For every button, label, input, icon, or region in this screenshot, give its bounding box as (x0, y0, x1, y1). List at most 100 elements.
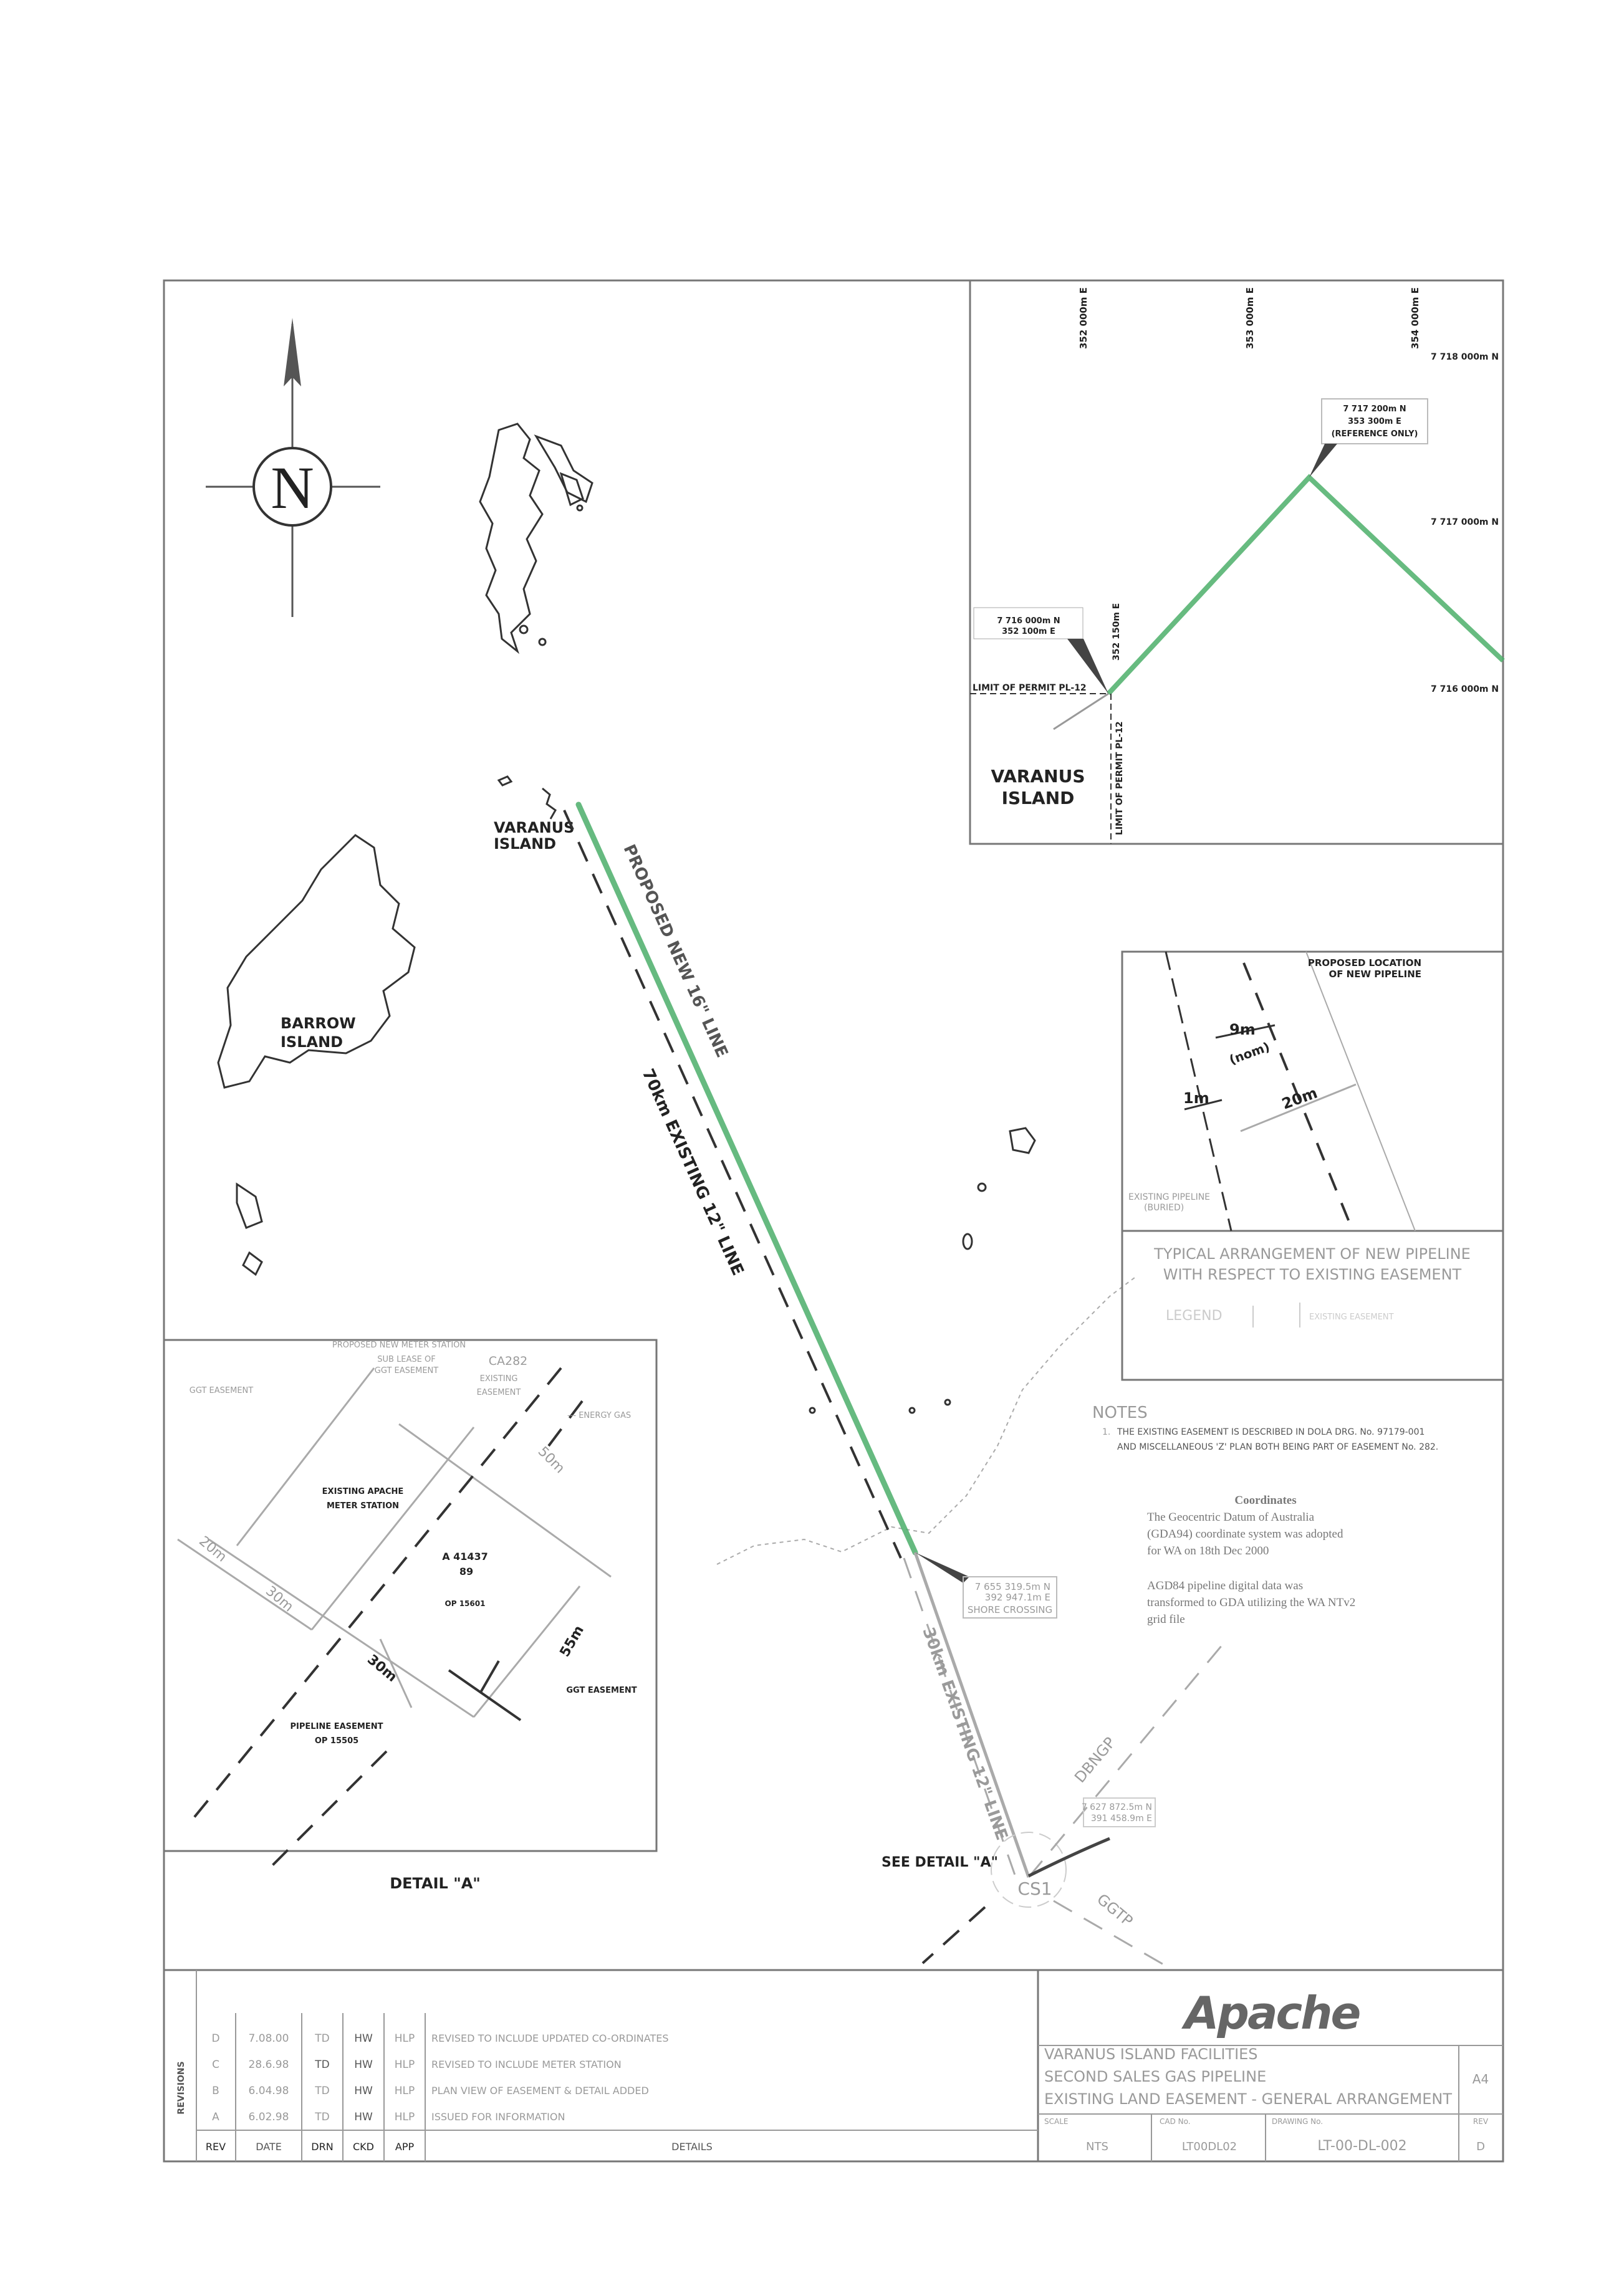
sub-lease-label: SUB LEASE OF (377, 1355, 435, 1364)
existing-pipeline-label: EXISTING PIPELINE (1128, 1192, 1210, 1202)
note-text: AND MISCELLANEOUS 'Z' PLAN BOTH BEING PA… (1117, 1442, 1438, 1452)
revision-details: REVISED TO INCLUDE METER STATION (431, 2059, 622, 2070)
coordinates-text: grid file (1147, 1613, 1185, 1626)
revision-drn: TD (314, 2111, 329, 2123)
dim-30m: 30m (262, 1583, 296, 1615)
ggt-easement-label: GGT EASEMENT (566, 1686, 637, 1695)
mainland-coastline (716, 1277, 1135, 1565)
dim-30m: 30m (364, 1652, 400, 1685)
revision-drn: TD (314, 2059, 329, 2071)
legend-item-existing-easement: EXISTING EASEMENT (1309, 1313, 1394, 1322)
existing-easement-label: EXISTING (480, 1374, 518, 1384)
ggtp-label: GGTP (1093, 1890, 1136, 1930)
offshore-islets (809, 1127, 1036, 1414)
revision-drn: TD (314, 2032, 329, 2045)
shore-crossing-easting: 392 947.1m E (985, 1592, 1050, 1603)
cs1-label: CS1 (1017, 1878, 1052, 1899)
north-arrow-icon: N (206, 318, 380, 617)
inset-varanus-label: ISLAND (1002, 788, 1075, 808)
coordinates-text: transformed to GDA utilizing the WA NTv2 (1147, 1596, 1355, 1609)
proposed-location-label: PROPOSED LOCATION (1308, 957, 1421, 969)
title-block: REVISIONS REV DATE DRN CKD APP DETAILS D… (164, 1969, 1503, 2161)
revision-details: ISSUED FOR INFORMATION (431, 2111, 565, 2123)
dbngp-label: DBNGP (1071, 1734, 1119, 1786)
revision-app: HLP (395, 2085, 415, 2097)
note-text: THE EXISTING EASEMENT IS DESCRIBED IN DO… (1117, 1427, 1425, 1437)
revision-date: 6.02.98 (249, 2111, 289, 2123)
lot-sub-number: 89 (459, 1566, 473, 1577)
notes-section: NOTES 1. THE EXISTING EASEMENT IS DESCRI… (1092, 1404, 1438, 1626)
northing-label: 7 716 000m N (1431, 684, 1499, 694)
typical-arrangement-panel: PROPOSED LOCATION OF NEW PIPELINE 9m (no… (1121, 950, 1504, 1381)
header-drn: DRN (311, 2141, 333, 2153)
rev-label: REV (1473, 2117, 1489, 2126)
revision-details: REVISED TO INCLUDE UPDATED CO-ORDINATES (431, 2032, 669, 2044)
varanus-island-label: VARANUS (494, 819, 574, 836)
header-rev: REV (206, 2141, 226, 2153)
detail-a-title: DETAIL "A" (390, 1875, 481, 1892)
coordinates-text: for WA on 18th Dec 2000 (1147, 1544, 1269, 1557)
cad-label: CAD No. (1160, 2117, 1191, 2126)
montebello-islands (479, 423, 593, 654)
inset-varanus-label: VARANUS (991, 766, 1085, 787)
dim-50m: 50m (535, 1444, 568, 1477)
cs1-junction: CS1 DBNGP GGTP 7 627 872.5m N 391 458.9m… (921, 1645, 1223, 1971)
revision-ckd: HW (354, 2032, 373, 2045)
cad-value: LT00DL02 (1182, 2140, 1237, 2153)
limit-of-permit-label: LIMIT OF PERMIT PL-12 (973, 683, 1087, 693)
revision-drn: TD (314, 2085, 329, 2097)
scale-value: NTS (1086, 2140, 1108, 2153)
inset-proposed-pipeline (1107, 474, 1505, 696)
revision-rev: D (211, 2032, 219, 2045)
proposed-16in-pipeline (575, 801, 918, 1556)
varanus-island-label: ISLAND (494, 835, 556, 853)
scale-label: SCALE (1044, 2117, 1068, 2126)
dim-nom: (nom) (1228, 1039, 1272, 1068)
existing-meter-station-label: METER STATION (327, 1501, 399, 1511)
dim-20m: 20m (1279, 1084, 1319, 1112)
notes-heading: NOTES (1092, 1404, 1148, 1422)
revision-app: HLP (395, 2059, 415, 2071)
drawing-number: LT-00-DL-002 (1317, 2138, 1406, 2154)
lot-number: A 41437 (442, 1551, 488, 1562)
dim-55m: 55m (557, 1623, 587, 1660)
proposed-meter-station-label: PROPOSED NEW METER STATION (332, 1341, 466, 1350)
title-line: VARANUS ISLAND FACILITIES (1044, 2045, 1258, 2063)
northing-label: 7 718 000m N (1431, 352, 1499, 362)
start-point-easting: 352 100m E (1002, 627, 1055, 636)
varanus-island-shape (497, 775, 557, 820)
sheet-size: A4 (1473, 2072, 1489, 2087)
northing-label: 7 717 000m N (1431, 517, 1499, 527)
coordinates-text: The Geocentric Datum of Australia (1147, 1511, 1315, 1524)
barrow-island-label: BARROW (281, 1015, 356, 1032)
barrow-south-islets (236, 1182, 263, 1276)
header-date: DATE (256, 2141, 282, 2153)
existing-meter-station-label: EXISTING APACHE (322, 1487, 404, 1496)
title-line: SECOND SALES GAS PIPELINE (1044, 2068, 1266, 2085)
shore-crossing-callout: 7 655 319.5m N 392 947.1m E SHORE CROSSI… (963, 1576, 1057, 1619)
existing-pipeline-label: (BURIED) (1144, 1203, 1184, 1213)
reference-point-northing: 7 717 200m N (1343, 404, 1406, 414)
barrow-island-label: ISLAND (281, 1033, 343, 1051)
coordinates-title: Coordinates (1234, 1494, 1296, 1507)
see-detail-a-label: SEE DETAIL "A" (882, 1855, 998, 1870)
dim-20m: 20m (196, 1533, 229, 1565)
note-number: 1. (1102, 1427, 1110, 1437)
reference-only-note: (REFERENCE ONLY) (1332, 429, 1418, 439)
reference-point-easting: 353 300m E (1348, 417, 1401, 426)
header-details: DETAILS (671, 2141, 713, 2153)
easting-352150-label: 352 150m E (1112, 603, 1122, 661)
revision-ckd: HW (354, 2059, 373, 2071)
proposed-location-label: OF NEW PIPELINE (1329, 969, 1421, 980)
limit-of-permit-label: LIMIT OF PERMIT PL-12 (1115, 721, 1125, 835)
lot-plan: OP 15601 (445, 1599, 486, 1608)
revisions-label: REVISIONS (176, 2061, 186, 2114)
sub-lease-label: GGT EASEMENT (375, 1366, 438, 1375)
header-ckd: CKD (353, 2141, 374, 2153)
typical-arrangement-title: TYPICAL ARRANGEMENT OF NEW PIPELINE (1153, 1245, 1471, 1263)
north-label: N (271, 454, 314, 521)
dim-1m: 1m (1183, 1089, 1209, 1107)
proposed-line-label: PROPOSED NEW 16" LINE (620, 842, 732, 1061)
